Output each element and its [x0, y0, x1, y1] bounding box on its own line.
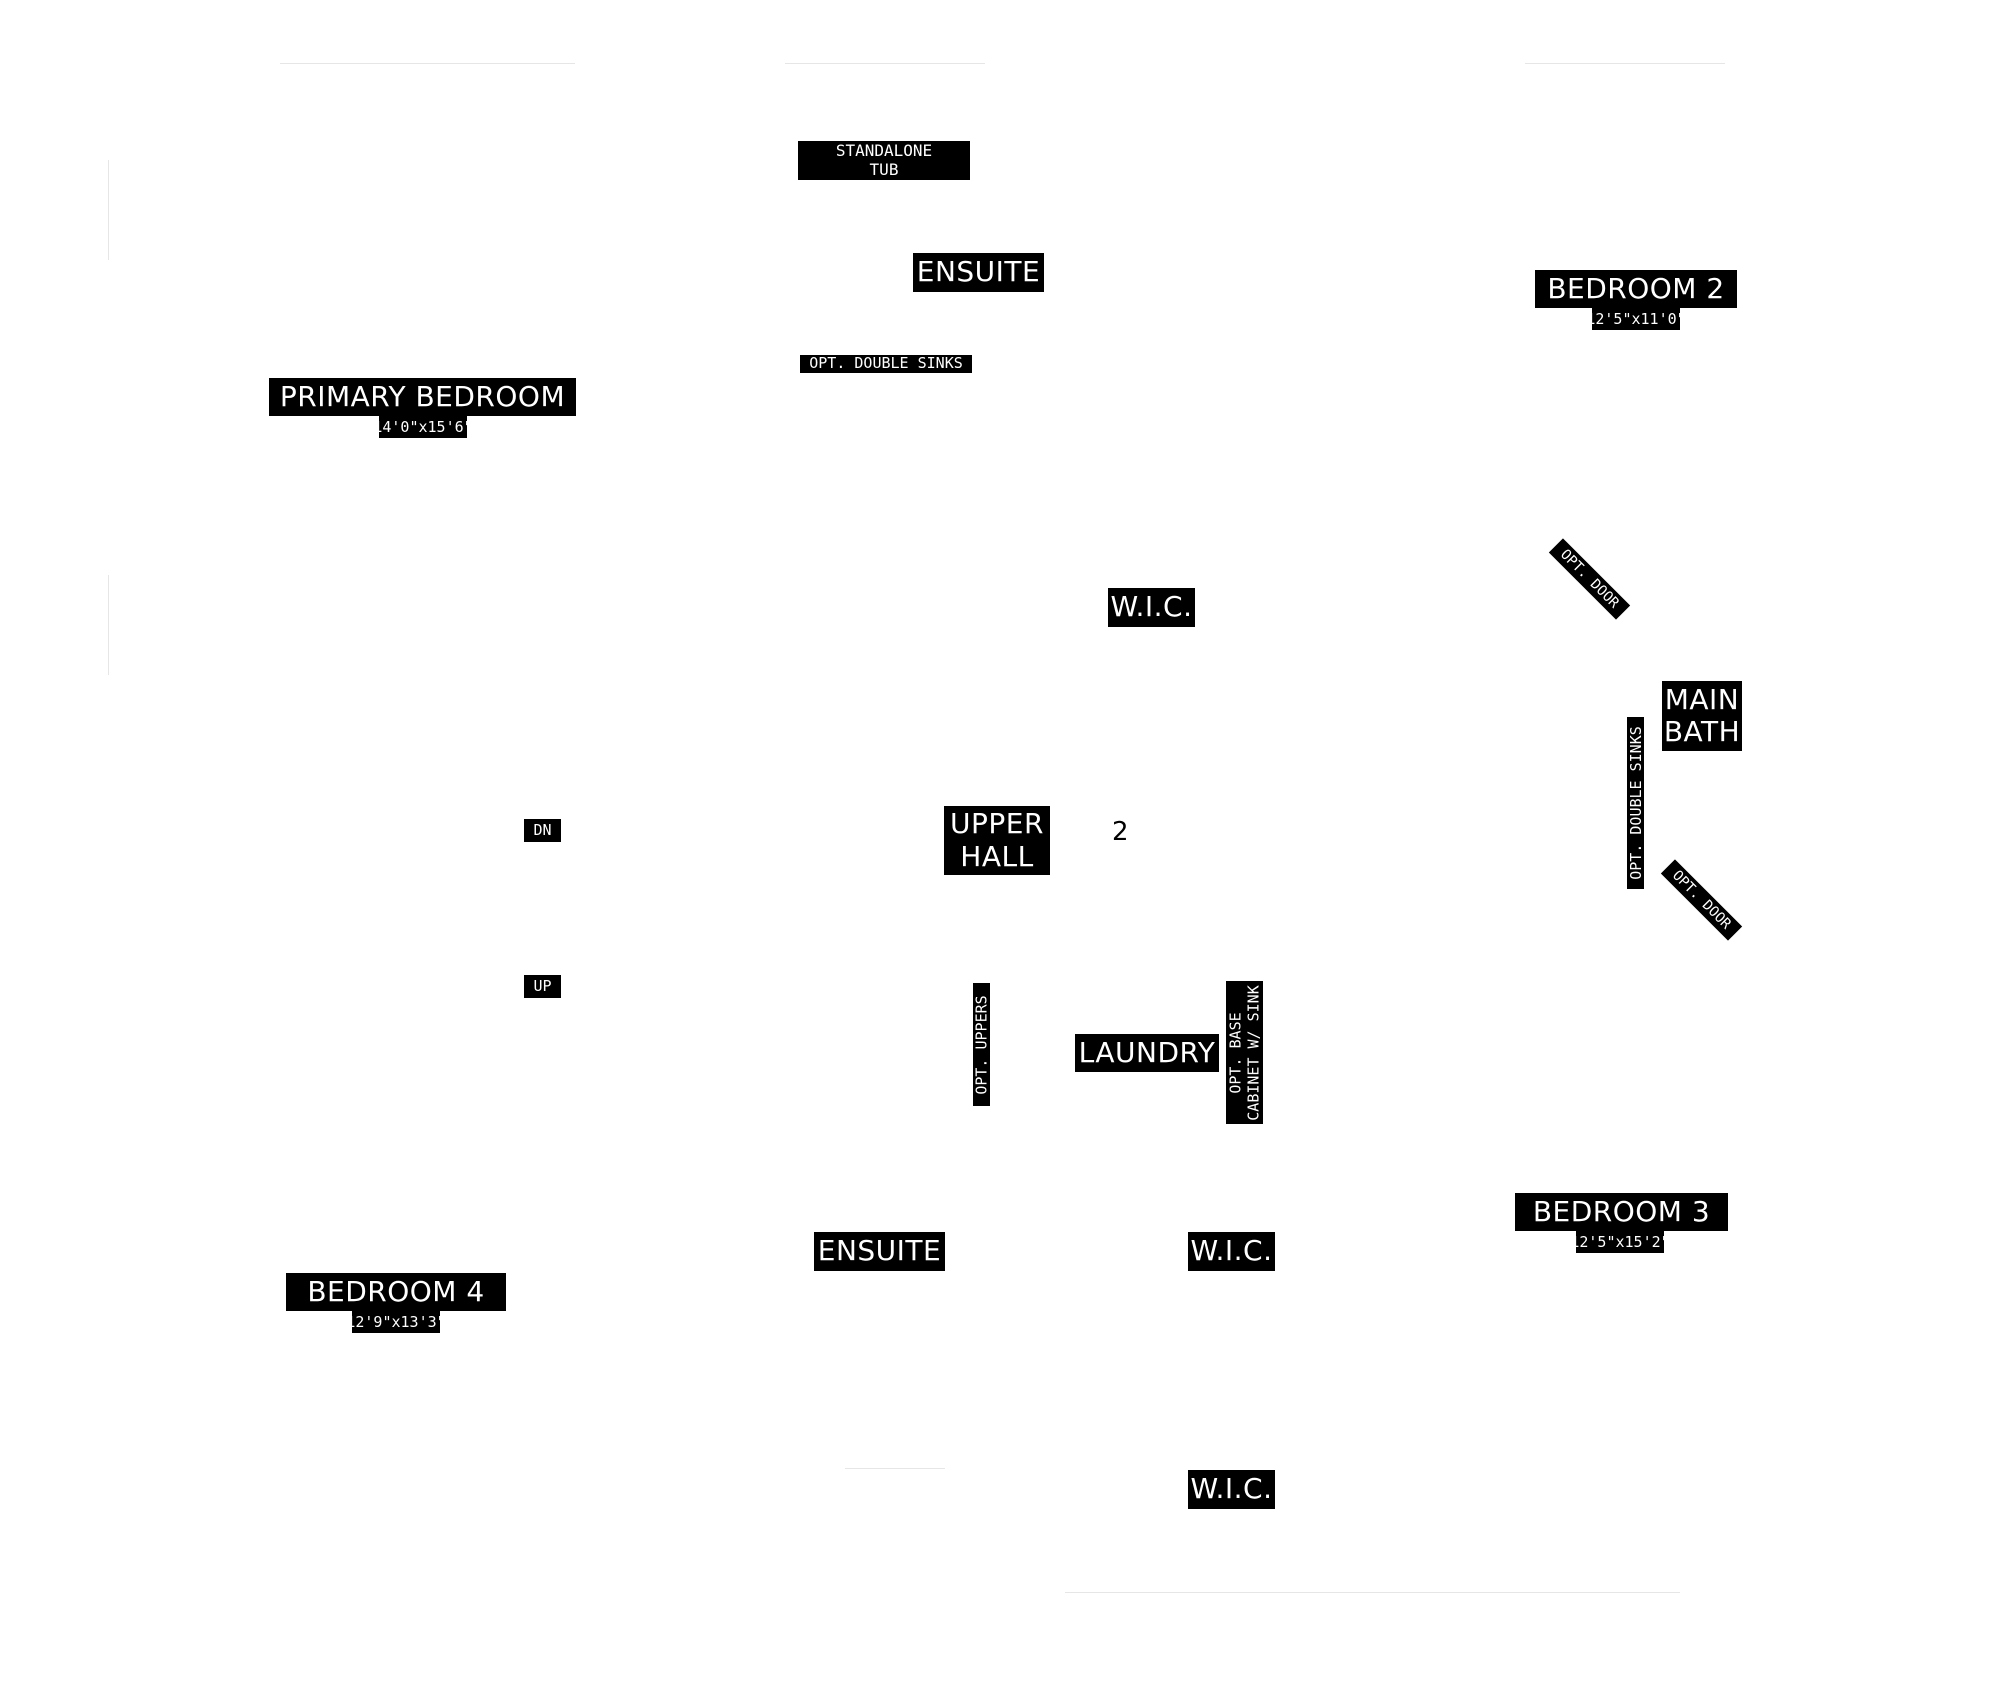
wic-mid-label: W.I.C. [1188, 1232, 1275, 1271]
wall-line [845, 1468, 945, 1469]
wall-line [785, 63, 985, 64]
opt-door-1-label: OPT. DOOR [1548, 538, 1631, 620]
opt-double-sinks-side-text: OPT. DOUBLE SINKS [1626, 726, 1645, 880]
wall-line [1065, 1592, 1680, 1593]
primary-bedroom-label: PRIMARY BEDROOM [269, 378, 576, 416]
main-bath-label: MAIN BATH [1662, 681, 1742, 751]
upper-hall-label: UPPER HALL [944, 806, 1050, 875]
standalone-tub-label: STANDALONE TUB [798, 141, 970, 180]
laundry-label: LAUNDRY [1075, 1034, 1219, 1072]
ensuite-bottom-label: ENSUITE [814, 1232, 945, 1271]
bedroom-2-dims: 12'5"x11'0" [1586, 307, 1686, 330]
opt-base-cabinet-line-2: CABINET W/ SINK [1244, 984, 1263, 1121]
opt-door-2-label: OPT. DOOR [1660, 859, 1743, 941]
wall-line [108, 160, 109, 260]
wall-line [280, 63, 575, 64]
wic-bottom-label: W.I.C. [1188, 1470, 1275, 1509]
primary-bedroom-dims: 14'0"x15'6" [373, 415, 473, 438]
bedroom-4-dims: 12'9"x13'3" [346, 1310, 446, 1333]
opt-uppers-text: OPT. UPPERS [972, 994, 991, 1095]
bedroom-4-label: BEDROOM 4 [286, 1273, 506, 1311]
stair-dn-label: DN [524, 819, 561, 842]
main-bath-line-2: BATH [1663, 715, 1741, 748]
standalone-tub-line-1: STANDALONE [835, 141, 933, 161]
ensuite-top-label: ENSUITE [913, 253, 1044, 292]
opt-double-sinks-top-label: OPT. DOUBLE SINKS [800, 355, 972, 373]
opt-double-sinks-side-label: OPT. DOUBLE SINKS [1626, 717, 1645, 889]
level-number: 2 [1112, 817, 1129, 847]
bedroom-2-label: BEDROOM 2 [1535, 270, 1737, 308]
stair-up-label: UP [524, 975, 561, 998]
wic-top-label: W.I.C. [1108, 588, 1195, 627]
upper-hall-line-2: HALL [960, 839, 1034, 873]
bedroom-3-label: BEDROOM 3 [1515, 1193, 1728, 1231]
wall-line [108, 575, 109, 675]
wall-line [1525, 63, 1725, 64]
standalone-tub-line-2: TUB [869, 159, 899, 179]
opt-uppers-label: OPT. UPPERS [972, 983, 991, 1106]
upper-hall-line-1: UPPER [950, 807, 1044, 841]
opt-base-cabinet-line-1: OPT. BASE [1226, 1011, 1245, 1094]
opt-base-cabinet-label: OPT. BASE CABINET W/ SINK [1226, 981, 1263, 1124]
bedroom-3-dims: 12'5"x15'2" [1570, 1230, 1670, 1253]
main-bath-line-1: MAIN [1664, 682, 1740, 716]
